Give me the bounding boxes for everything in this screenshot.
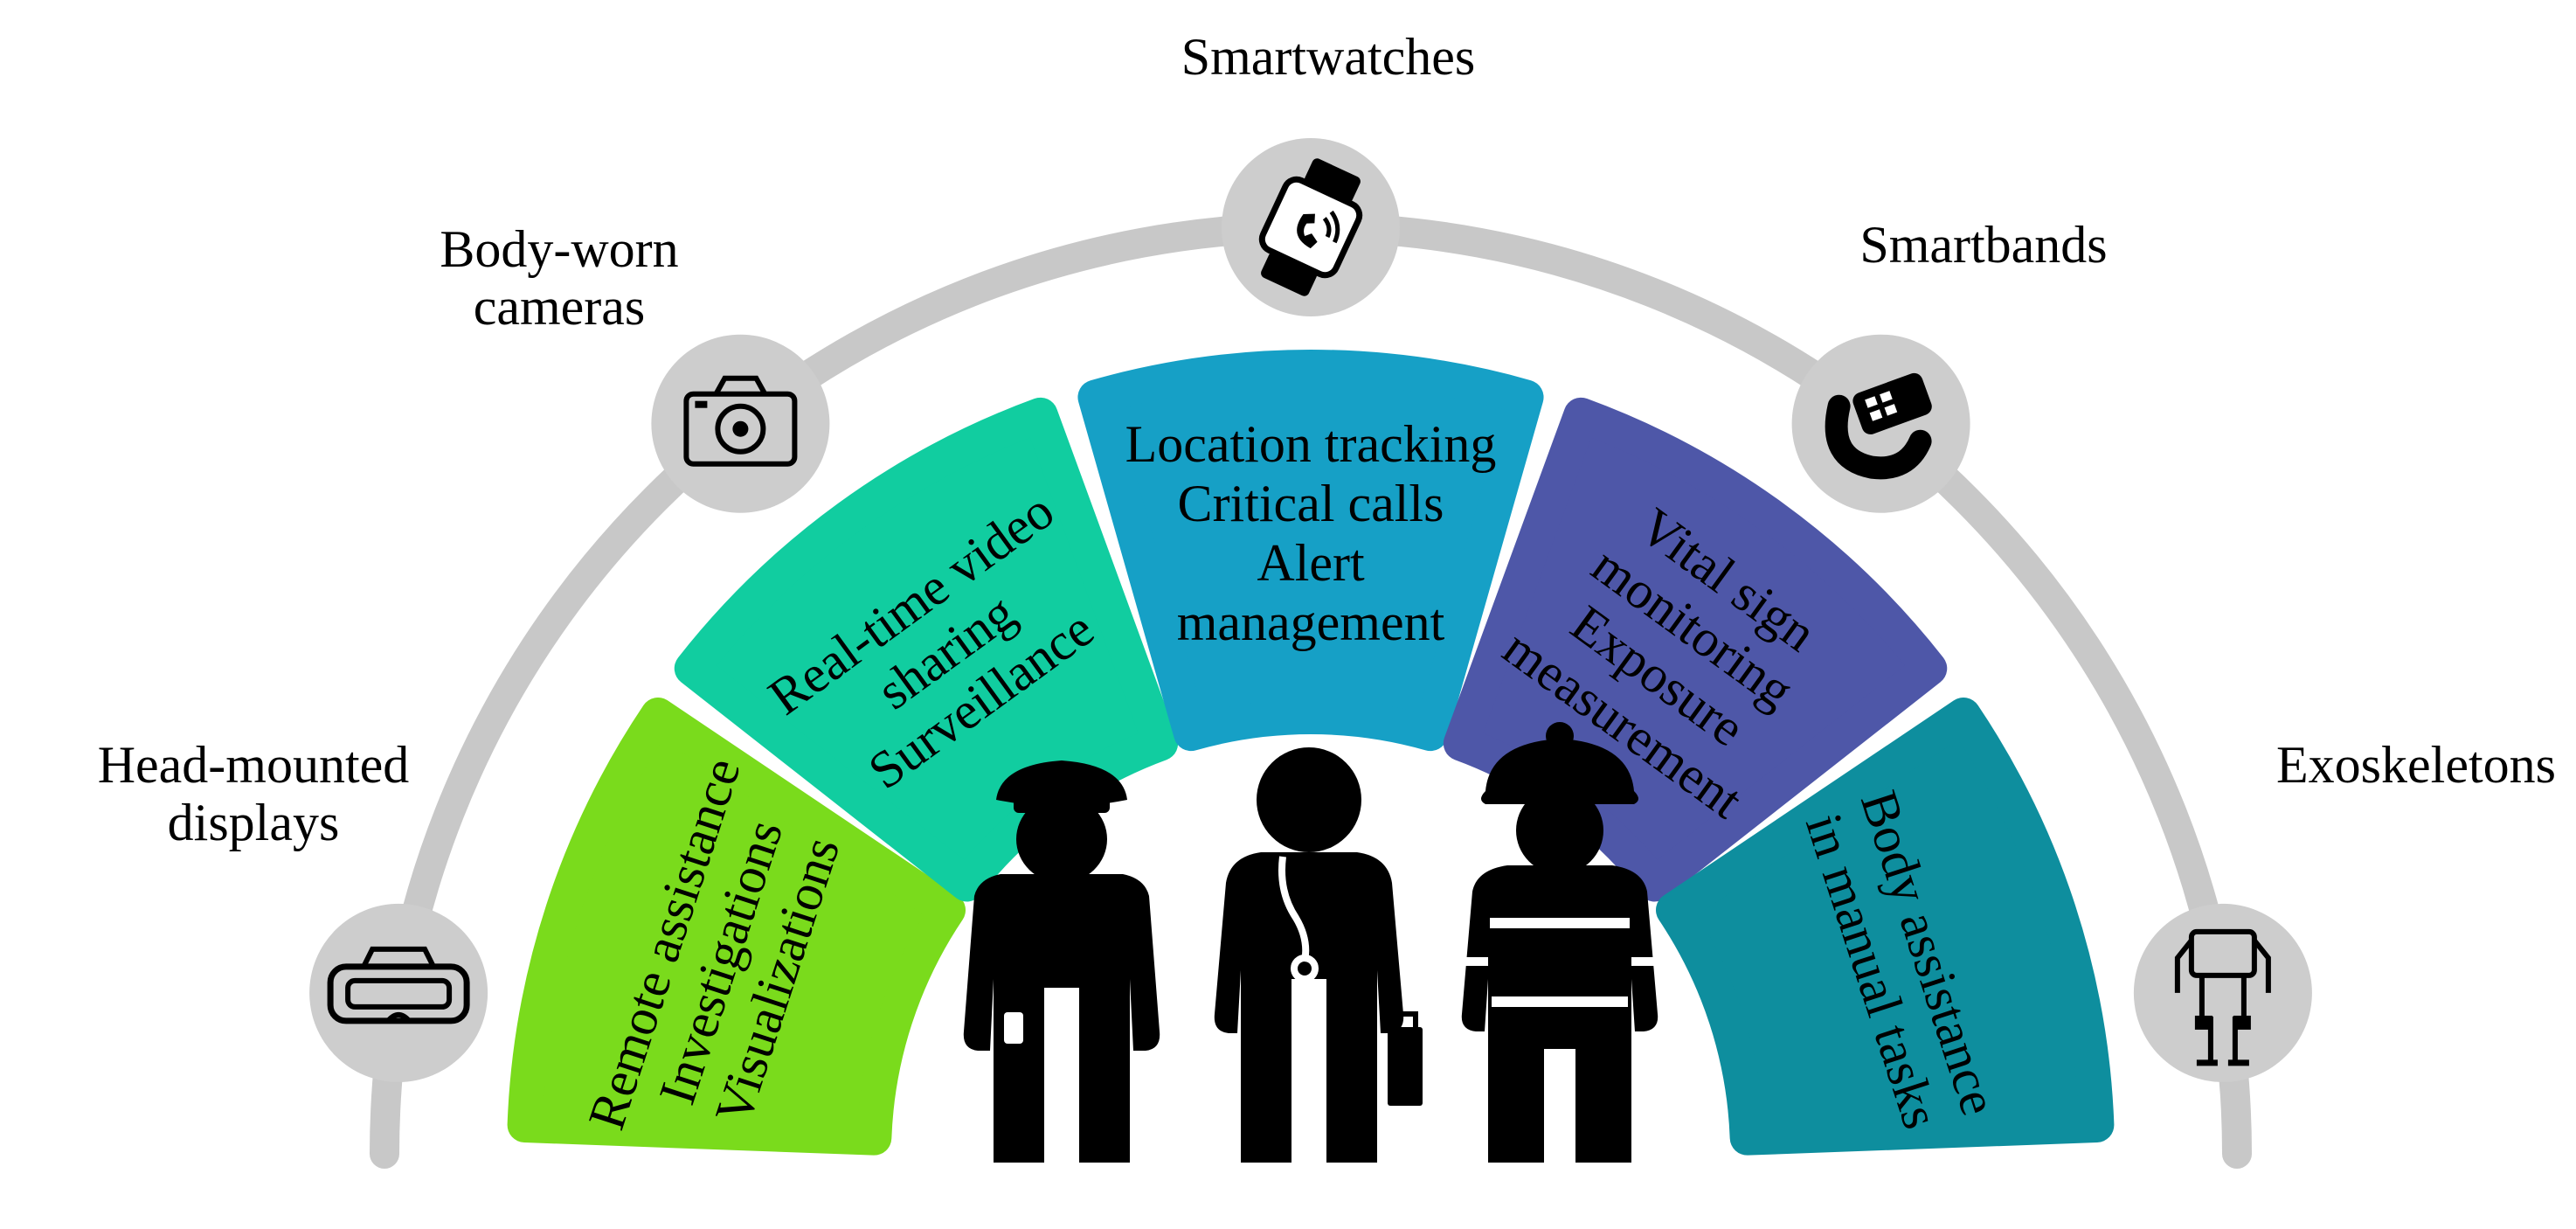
device-icons xyxy=(309,138,2312,1082)
application-line: Location tracking xyxy=(1125,415,1497,473)
device-label-exo: Exoskeletons xyxy=(2276,736,2556,794)
firefighter-icon xyxy=(1461,722,1658,1163)
device-label-line: displays xyxy=(168,794,340,851)
camera-device xyxy=(651,334,830,513)
exoskeleton-icon xyxy=(2174,928,2271,1066)
smartwatch-device xyxy=(1222,138,1400,316)
smartband-device xyxy=(1791,334,1970,513)
police-officer-icon xyxy=(963,760,1160,1163)
device-label-watch: Smartwatches xyxy=(1181,28,1476,86)
device-label-line: Exoskeletons xyxy=(2276,736,2556,794)
camera-icon xyxy=(683,375,798,467)
device-label-line: Smartbands xyxy=(1859,216,2107,274)
smartband-icon xyxy=(1825,372,1932,480)
doctor-icon xyxy=(1214,747,1423,1163)
device-label-band: Smartbands xyxy=(1859,216,2107,274)
vr-headset-icon xyxy=(327,946,470,1024)
device-label-line: Head-mounted xyxy=(98,736,410,794)
device-icon-circle xyxy=(309,903,488,1082)
device-icon-circle xyxy=(2133,903,2312,1082)
smartwatch-icon xyxy=(1258,158,1363,296)
application-line: Alert xyxy=(1257,534,1365,592)
people-group xyxy=(963,722,1658,1163)
device-label-line: Body-worn xyxy=(440,220,678,278)
device-label-line: Smartwatches xyxy=(1181,28,1476,86)
application-line: Critical calls xyxy=(1178,475,1444,532)
application-line: management xyxy=(1177,594,1445,651)
application-segment-3 xyxy=(1077,350,1544,752)
application-segment-1 xyxy=(507,698,966,1156)
exoskeleton-device xyxy=(2133,903,2312,1082)
device-label-line: cameras xyxy=(474,278,646,336)
application-segment-5 xyxy=(1656,698,2115,1156)
vr-headset-device xyxy=(309,903,488,1082)
